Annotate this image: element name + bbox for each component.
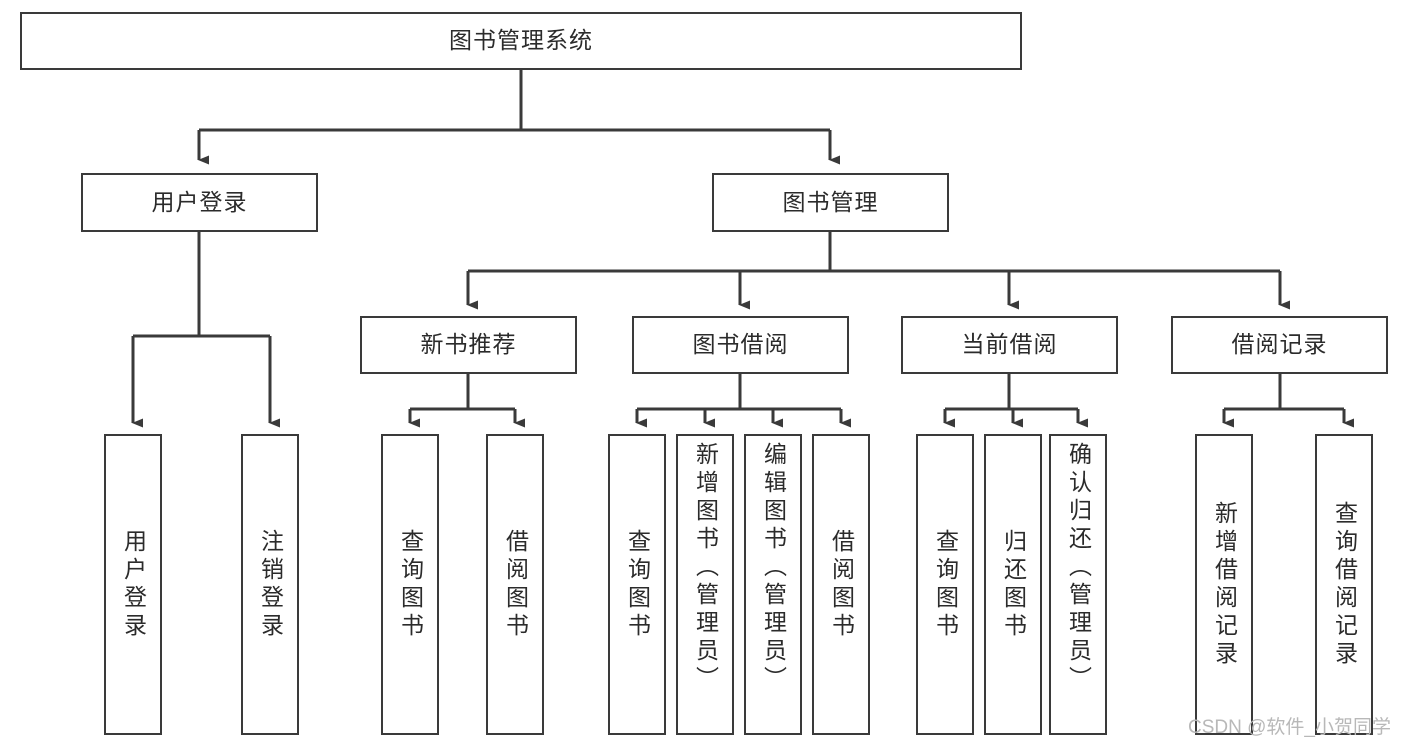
node-label: 图书管理系统 (449, 27, 593, 54)
node-label: 借阅图书 (502, 528, 529, 641)
node-label: 编辑图书（管理员） (760, 442, 787, 694)
leaf-confirm-return-admin[interactable]: 确认归还（管理员） (1049, 434, 1107, 735)
node-current-borrow[interactable]: 当前借阅 (901, 316, 1118, 374)
node-label: 新增图书（管理员） (692, 442, 719, 694)
node-book-management[interactable]: 图书管理 (712, 173, 949, 232)
node-label: 确认归还（管理员） (1065, 442, 1092, 694)
node-new-book-recommend[interactable]: 新书推荐 (360, 316, 577, 374)
watermark-csdn: CSDN @软件_小贺同学 (1188, 717, 1391, 738)
node-root-book-management-system[interactable]: 图书管理系统 (20, 12, 1022, 70)
leaf-edit-book-admin[interactable]: 编辑图书（管理员） (744, 434, 802, 735)
node-label: 借阅记录 (1231, 331, 1328, 358)
leaf-add-borrow-record[interactable]: 新增借阅记录 (1195, 434, 1253, 735)
node-label: 新增借阅记录 (1211, 500, 1238, 669)
node-label: 查询借阅记录 (1331, 500, 1358, 669)
leaf-add-book-admin[interactable]: 新增图书（管理员） (676, 434, 734, 735)
node-label: 归还图书 (1000, 528, 1027, 641)
node-book-borrow[interactable]: 图书借阅 (632, 316, 849, 374)
node-label: 新书推荐 (420, 331, 517, 358)
leaf-logout-login[interactable]: 注销登录 (241, 434, 299, 735)
leaf-query-borrow-record[interactable]: 查询借阅记录 (1315, 434, 1373, 735)
node-label: 用户登录 (120, 528, 147, 641)
leaf-query-book-borrow[interactable]: 查询图书 (608, 434, 666, 735)
node-label: 用户登录 (151, 188, 248, 215)
node-label: 当前借阅 (961, 331, 1058, 358)
node-user-login[interactable]: 用户登录 (81, 173, 318, 232)
node-label: 查询图书 (624, 528, 651, 641)
node-borrow-record[interactable]: 借阅记录 (1171, 316, 1388, 374)
node-label: 图书管理 (782, 188, 879, 215)
node-label: 借阅图书 (828, 528, 855, 641)
leaf-borrow-book-newbook[interactable]: 借阅图书 (486, 434, 544, 735)
node-label: 查询图书 (397, 528, 424, 641)
leaf-borrow-book[interactable]: 借阅图书 (812, 434, 870, 735)
node-label: 查询图书 (932, 528, 959, 641)
node-label: 图书借阅 (692, 331, 789, 358)
leaf-return-book[interactable]: 归还图书 (984, 434, 1042, 735)
leaf-query-book-current[interactable]: 查询图书 (916, 434, 974, 735)
leaf-user-login[interactable]: 用户登录 (104, 434, 162, 735)
node-label: 注销登录 (257, 528, 284, 641)
leaf-query-book-newbook[interactable]: 查询图书 (381, 434, 439, 735)
